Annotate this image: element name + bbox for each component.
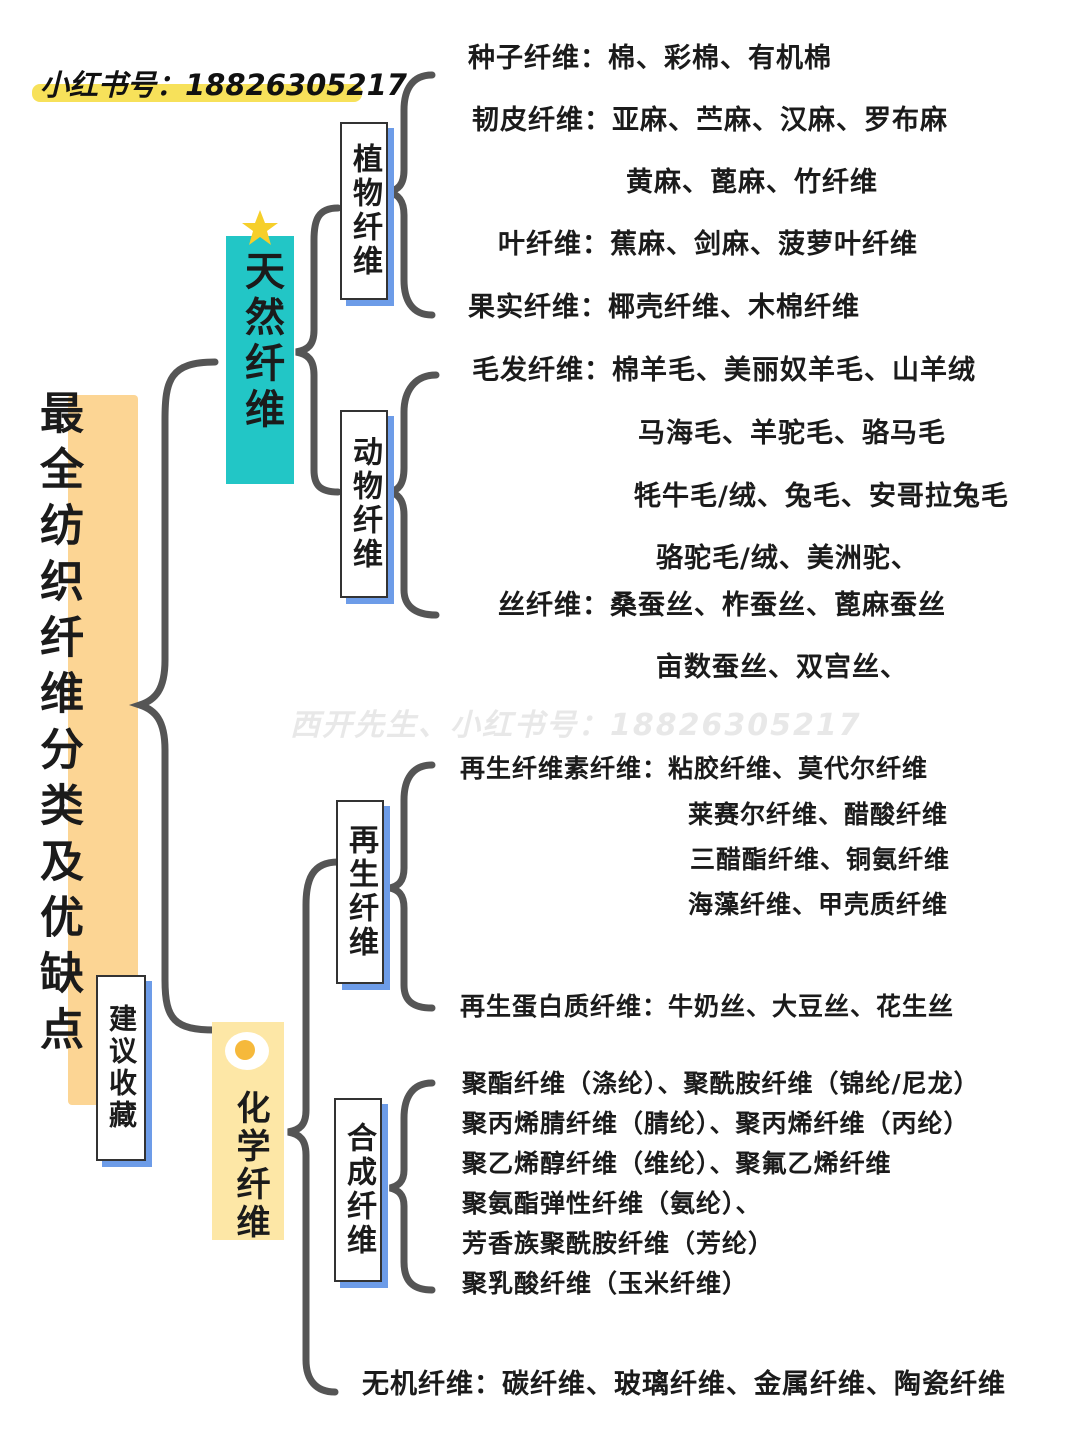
inorganic-line: 无机纤维：碳纤维、玻璃纤维、金属纤维、陶瓷纤维 <box>362 1369 1006 1400</box>
account-highlight <box>32 84 362 102</box>
synthetic-line: 聚酯纤维（涤纶）、聚酰胺纤维（锦纶/尼龙） <box>462 1069 980 1098</box>
plant-brace <box>387 71 436 319</box>
egg-icon <box>225 1032 269 1070</box>
regenerated-line: 三醋酯纤维、铜氨纤维 <box>690 845 951 874</box>
natural-brace <box>295 204 342 496</box>
save-hint-box: 建议收藏 <box>96 975 146 1161</box>
plant-line: 韧皮纤维：亚麻、苎麻、汉麻、罗布麻 <box>472 105 948 136</box>
animal-line: 亩数蚕丝、双宫丝、 <box>656 652 908 683</box>
synthetic-fiber-label: 合成纤维 <box>341 1122 376 1258</box>
star-icon <box>242 210 278 245</box>
synthetic-line: 聚乳酸纤维（玉米纤维） <box>462 1269 749 1298</box>
regenerated-line: 莱赛尔纤维、醋酸纤维 <box>688 800 949 829</box>
animal-line: 牦牛毛/绒、兔毛、安哥拉兔毛 <box>634 481 1009 512</box>
watermark: 西开先生、小红书号：18826305217 <box>290 708 862 743</box>
animal-line: 丝纤维：桑蚕丝、柞蚕丝、蓖麻蚕丝 <box>498 590 946 621</box>
regenerated-brace <box>389 761 436 1012</box>
account-label: 小红书号：18826305217 <box>40 68 407 102</box>
plant-line: 种子纤维：棉、彩棉、有机棉 <box>468 43 832 74</box>
plant-fiber-box: 植物纤维 <box>340 122 388 300</box>
natural-tag-background <box>226 236 294 484</box>
animal-brace <box>388 371 440 619</box>
plant-fiber-label: 植物纤维 <box>347 143 382 279</box>
plant-line: 叶纤维：蕉麻、剑麻、菠萝叶纤维 <box>498 229 918 260</box>
synthetic-line: 芳香族聚酰胺纤维（芳纶） <box>462 1229 775 1258</box>
synthetic-fiber-box: 合成纤维 <box>334 1098 382 1282</box>
regenerated-fiber-box: 再生纤维 <box>336 800 384 984</box>
natural-fiber-label: 天然纤维 <box>238 250 284 434</box>
plant-line: 黄麻、蓖麻、竹纤维 <box>626 167 878 198</box>
regenerated-fiber-label: 再生纤维 <box>343 824 378 960</box>
synthetic-line: 聚乙烯醇纤维（维纶）、聚氟乙烯纤维 <box>462 1149 892 1178</box>
synthetic-brace <box>389 1079 436 1294</box>
regenerated-line: 海藻纤维、甲壳质纤维 <box>688 890 949 919</box>
animal-line: 马海毛、羊驼毛、骆马毛 <box>638 418 946 449</box>
regenerated-line: 再生纤维素纤维：粘胶纤维、莫代尔纤维 <box>460 754 929 783</box>
animal-line: 骆驼毛/绒、美洲驼、 <box>656 543 919 574</box>
animal-fiber-label: 动物纤维 <box>347 436 382 572</box>
save-hint-label: 建议收藏 <box>105 1004 138 1132</box>
synthetic-line: 聚氨酯弹性纤维（氨纶）、 <box>462 1189 762 1218</box>
page-title: 最全纺织纤维分类及优缺点 <box>32 390 83 1062</box>
synthetic-line: 聚丙烯腈纤维（腈纶）、聚丙烯纤维（丙纶） <box>462 1109 970 1138</box>
regenerated-line: 再生蛋白质纤维：牛奶丝、大豆丝、花生丝 <box>460 992 955 1021</box>
chemical-fiber-label: 化学纤维 <box>230 1090 270 1242</box>
plant-line: 果实纤维：椰壳纤维、木棉纤维 <box>468 292 860 323</box>
main-brace <box>128 358 219 1034</box>
animal-fiber-box: 动物纤维 <box>340 410 388 598</box>
animal-line: 毛发纤维：棉羊毛、美丽奴羊毛、山羊绒 <box>472 355 976 386</box>
chemical-brace <box>287 858 342 1396</box>
